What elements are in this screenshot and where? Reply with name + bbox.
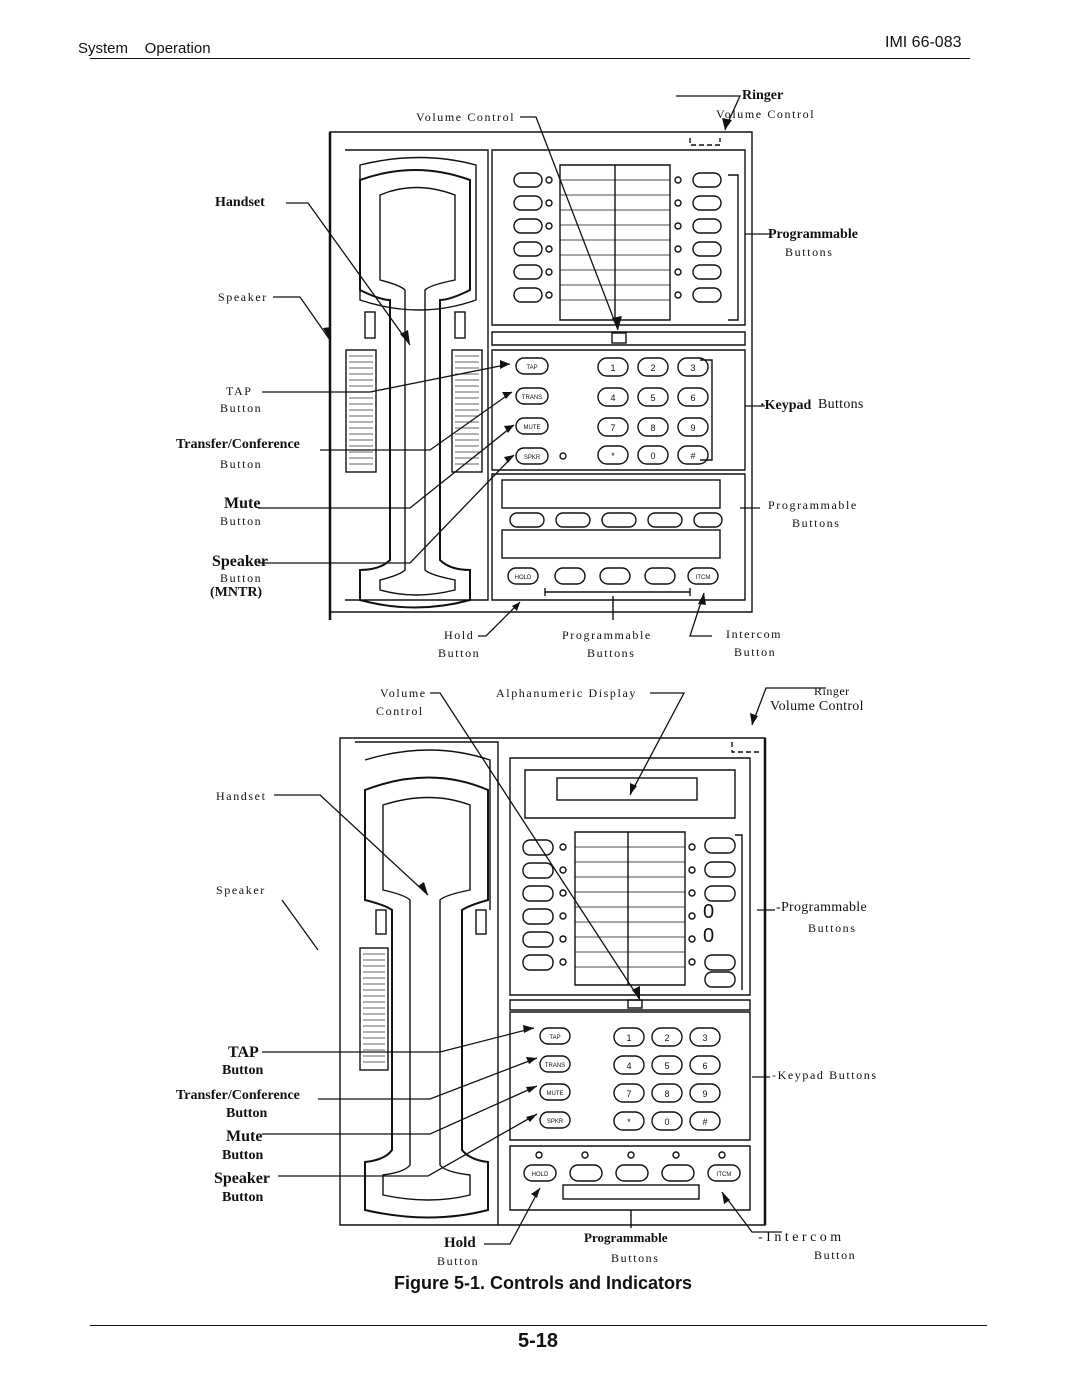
volume-label-2: Volume [380, 686, 427, 700]
svg-text:5: 5 [650, 393, 655, 403]
speaker-label: Speaker [218, 290, 268, 304]
svg-text:ITCM: ITCM [717, 1172, 732, 1178]
programmable-buttons-label-top: Buttons [785, 245, 834, 259]
intercom-button-label-2: Button [814, 1248, 857, 1262]
programmable-label-top: Programmable [768, 227, 858, 242]
svg-text:SPKR: SPKR [524, 455, 541, 461]
svg-text:0: 0 [664, 1117, 669, 1127]
phone-drawing-bottom: 1 2 3 4 5 6 7 8 9 * 0 # TAP TRANS MUTE SPKR HOLD IT… [339, 737, 767, 1228]
transfer-button-label-2: Button [226, 1106, 268, 1121]
transfer-conference-label: Transfer/Conference [176, 437, 300, 452]
programmable-label-bottom: Programmable [562, 628, 652, 642]
svg-text:0: 0 [703, 925, 714, 947]
keypad-buttons-label: Buttons [818, 397, 864, 412]
programmable-label-2b: Programmable [584, 1230, 668, 1245]
programmable-buttons-label-2b: Buttons [611, 1251, 660, 1265]
handset-label-2: Handset [216, 789, 267, 803]
programmable-label-2: -Programmable [776, 900, 867, 915]
mute-label: Mute [224, 495, 261, 512]
tap-label: TAP [226, 384, 253, 398]
svg-text:9: 9 [690, 423, 695, 433]
svg-text:TRANS: TRANS [545, 1063, 565, 1069]
svg-text:2: 2 [664, 1033, 669, 1043]
intercom-label: Intercom [726, 627, 783, 641]
svg-text:SPKR: SPKR [547, 1119, 564, 1125]
speaker-button-sub-label: Button [220, 571, 263, 585]
document-id: IMI 66-083 [885, 34, 962, 51]
section-title: System Operation [78, 40, 211, 57]
svg-text:TAP: TAP [549, 1035, 560, 1041]
svg-text:#: # [690, 451, 695, 461]
svg-text:0: 0 [703, 901, 714, 923]
ringer-volume-control-label: Volume Control [716, 107, 816, 121]
svg-text:2: 2 [650, 363, 655, 373]
volume-control-label: Volume Control [416, 110, 516, 124]
mntr-label: (MNTR) [210, 585, 263, 600]
svg-text:4: 4 [610, 393, 615, 403]
svg-text:HOLD: HOLD [532, 1172, 549, 1178]
ringer-label-2: Ringer [814, 684, 850, 698]
hold-label-2: Hold [444, 1235, 476, 1251]
svg-text:*: * [627, 1117, 631, 1127]
alphanumeric-display-label: Alphanumeric Display [496, 686, 637, 700]
ringer-volume-label-2: Volume Control [770, 699, 864, 714]
tap-button-label: Button [220, 401, 263, 415]
programmable-buttons-label-mid: Buttons [792, 516, 841, 530]
svg-text:#: # [702, 1117, 707, 1127]
tap-label-2: TAP [228, 1044, 259, 1061]
svg-text:*: * [611, 451, 615, 461]
intercom-label-2: - I n t e r c o m [758, 1230, 842, 1245]
svg-text:8: 8 [664, 1089, 669, 1099]
svg-text:TRANS: TRANS [522, 395, 542, 401]
mute-button-label: Button [220, 514, 263, 528]
hold-label: Hold [444, 628, 475, 642]
svg-text:4: 4 [626, 1061, 631, 1071]
mute-label-2: Mute [226, 1128, 263, 1145]
leader-lines-bottom [262, 687, 826, 1245]
control-label-2: Control [376, 704, 424, 718]
svg-text:HOLD: HOLD [515, 575, 532, 581]
svg-text:6: 6 [702, 1061, 707, 1071]
intercom-button-label: Button [734, 645, 777, 659]
programmable-buttons-label-bottom: Buttons [587, 646, 636, 660]
figure-caption: Figure 5-1. Controls and Indicators [394, 1273, 693, 1293]
speaker-label-2: Speaker [216, 883, 266, 897]
phone-drawing-top: 1 2 3 4 5 6 7 8 9 * 0 # TAP TRANS MUTE SPKR HOLD IT… [328, 131, 753, 620]
programmable-label-mid: Programmable [768, 498, 858, 512]
svg-text:8: 8 [650, 423, 655, 433]
svg-text:1: 1 [626, 1033, 631, 1043]
svg-text:1: 1 [610, 363, 615, 373]
tap-button-label-2: Button [222, 1063, 264, 1078]
footer-rule [90, 1325, 987, 1326]
page-number: 5-18 [518, 1330, 559, 1352]
svg-text:3: 3 [702, 1033, 707, 1043]
svg-text:7: 7 [626, 1089, 631, 1099]
svg-text:ITCM: ITCM [696, 575, 711, 581]
mute-button-label-2: Button [222, 1148, 264, 1163]
svg-text:7: 7 [610, 423, 615, 433]
speaker-label-2b: Speaker [214, 1170, 270, 1187]
svg-text:MUTE: MUTE [524, 425, 541, 431]
svg-text:MUTE: MUTE [547, 1091, 564, 1097]
transfer-conference-label-2: Transfer/Conference [176, 1088, 300, 1103]
svg-text:9: 9 [702, 1089, 707, 1099]
svg-text:0: 0 [650, 451, 655, 461]
transfer-button-label: Button [220, 457, 263, 471]
speaker-button-label: Speaker [212, 553, 268, 570]
leader-lines-top [258, 95, 770, 637]
ringer-label: Ringer [742, 88, 784, 103]
programmable-buttons-label-2: Buttons [808, 921, 857, 935]
svg-text:6: 6 [690, 393, 695, 403]
hold-button-label: Button [438, 646, 481, 660]
keypad-buttons-label-2: -Keypad Buttons [772, 1068, 878, 1082]
svg-text:3: 3 [690, 363, 695, 373]
speaker-button-label-2: Button [222, 1190, 264, 1205]
svg-text:5: 5 [664, 1061, 669, 1071]
keypad-label: ·Keypad [760, 398, 812, 413]
header-rule [90, 58, 970, 59]
handset-label: Handset [215, 195, 265, 210]
hold-button-label-2: Button [437, 1254, 480, 1268]
svg-text:TAP: TAP [526, 365, 537, 371]
